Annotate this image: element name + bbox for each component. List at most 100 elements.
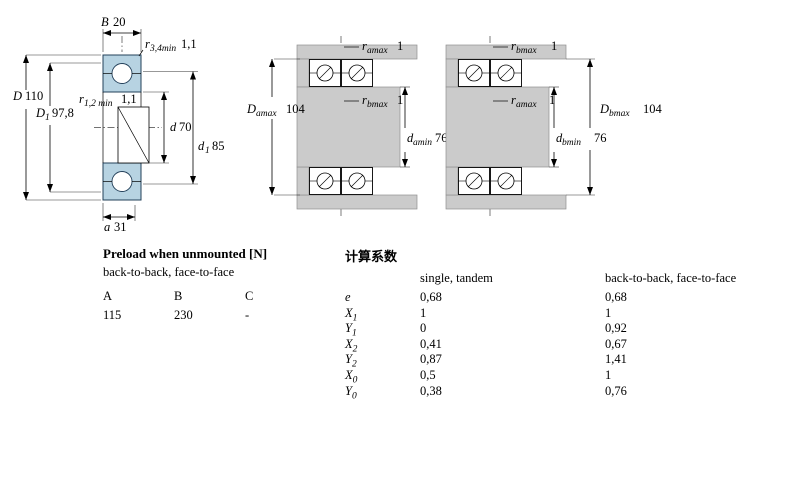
factor-symbol-letter: Y: [345, 321, 352, 336]
factor-symbol-subscript: 2: [351, 359, 357, 370]
factor-value-single: 0: [420, 321, 427, 336]
factor-value-paired: 1,41: [605, 352, 627, 367]
factor-value-single: 1: [420, 305, 427, 320]
bearing-section: [459, 168, 490, 195]
dim-Dbmax-value: 104: [643, 102, 663, 116]
dim-ramax-subscript: amax: [516, 100, 537, 110]
factor-value-single: 0,5: [420, 367, 436, 382]
dim-ramax-value: 1: [397, 39, 403, 53]
factors-header-single-tandem: single, tandem: [420, 271, 493, 285]
ball-bottom: [111, 171, 133, 192]
factor-symbol-subscript: 0: [351, 391, 357, 402]
calculation-factors-table: 计算系数 single, tandem back-to-back, face-t…: [345, 246, 795, 402]
dim-rbmax-symbol: r: [511, 39, 516, 53]
factor-symbol-letter: X: [345, 336, 353, 351]
factor-value-paired: 1: [605, 367, 612, 382]
dim-B-value: 20: [113, 15, 126, 29]
factor-symbol-letter: X: [345, 305, 353, 320]
dim-D-symbol: D: [12, 89, 22, 103]
dimension-r34: r 3,4min 1,1: [138, 37, 197, 57]
factor-symbol: X0: [345, 368, 357, 386]
dim-D-value: 110: [25, 89, 43, 103]
factor-symbol-subscript: 1: [351, 328, 357, 339]
housing-shoulder-bottom: [296, 166, 310, 196]
factor-symbol: X1: [345, 306, 357, 324]
housing-shoulder-top: [296, 58, 310, 88]
dimension-D1: D 1 97,8: [35, 62, 101, 193]
dimension-dbmin: d bmin 76: [549, 86, 607, 168]
housing-shoulder-bottom: [445, 166, 459, 196]
bearing-section: [310, 168, 341, 195]
dim-rbmax-subscript: bmax: [516, 46, 537, 56]
dimension-D: D 110: [12, 54, 101, 201]
factors-header-row: single, tandem back-to-back, face-to-fac…: [345, 271, 795, 288]
dim-a-symbol: a: [104, 220, 110, 234]
preload-title: Preload when unmounted [N]: [103, 246, 268, 261]
bearing-section: [491, 168, 522, 195]
dim-Damax-subscript: amax: [256, 109, 277, 119]
factors-row-x0: X0 0,5 1: [345, 367, 795, 386]
dim-r34-symbol: r: [145, 37, 150, 51]
dim-r12-symbol: r: [79, 92, 84, 106]
dimension-r-amax: r amax 1: [344, 39, 403, 56]
housing-bottom: [445, 194, 567, 210]
preload-table: Preload when unmounted [N] back-to-back,…: [103, 246, 316, 327]
housing-top: [445, 44, 567, 60]
mounting-arrangement-figure-a: r amax 1 r bmax 1 D amax 104: [246, 36, 448, 218]
dim-D1-subscript: 1: [45, 113, 50, 123]
bearing-section: [310, 60, 341, 87]
dimension-Dbmax: D bmax 104: [566, 58, 663, 196]
factors-row-y2: Y2 0,87 1,41: [345, 352, 795, 370]
bearing-section: [342, 60, 373, 87]
dimension-d1: d 1 85: [143, 71, 225, 185]
dimension-a: a 31: [102, 203, 136, 234]
dimension-damin: d amin 76: [400, 86, 448, 168]
dimension-d: d 70: [143, 91, 192, 164]
factor-value-paired: 0,68: [605, 290, 627, 304]
dim-rbmax-value: 1: [397, 93, 403, 107]
dim-damin-subscript: amin: [413, 138, 432, 148]
dim-d1-subscript: 1: [205, 146, 210, 156]
factor-symbol: e: [345, 290, 351, 308]
preload-value-row: 115 230 -: [103, 308, 316, 323]
factor-value-paired: 0,67: [605, 336, 627, 351]
preload-header-a: A: [103, 289, 113, 303]
dim-d-symbol: d: [170, 120, 177, 134]
preload-value-c: -: [245, 308, 250, 322]
dimension-Damax: D amax 104: [246, 58, 306, 196]
factor-symbol: Y1: [345, 321, 357, 339]
dim-r34-value: 1,1: [181, 37, 197, 51]
factor-value-single: 0,68: [420, 290, 442, 304]
dim-r12-value: 1,1: [121, 92, 137, 106]
factors-row-e: e 0,68 0,68: [345, 290, 795, 306]
dimension-r-amax: r amax 1: [493, 93, 555, 110]
preload-subtitle: back-to-back, face-to-face: [103, 265, 235, 279]
factor-symbol-subscript: 1: [352, 313, 358, 324]
factor-symbol: Y0: [345, 384, 357, 402]
housing-bottom: [296, 194, 418, 210]
factors-row-y1: Y1 0 0,92: [345, 321, 795, 339]
contact-angle-line: [117, 106, 150, 164]
dim-d1-symbol: d: [198, 139, 205, 153]
dimension-r-bmax: r bmax 1: [493, 39, 557, 56]
dim-dbmin-value: 76: [594, 131, 607, 145]
factor-symbol-letter: X: [345, 367, 353, 382]
preload-header-c: C: [245, 289, 254, 303]
dim-r12-subscript: 1,2 min: [84, 99, 113, 109]
dim-a-value: 31: [114, 220, 127, 234]
factor-symbol-letter: Y: [345, 352, 352, 367]
factor-symbol-letter: e: [345, 290, 351, 304]
dim-dbmin-subscript: bmin: [562, 138, 581, 148]
shaft: [296, 86, 401, 168]
dimension-r-bmax: r bmax 1: [344, 93, 403, 110]
dim-d-value: 70: [179, 120, 192, 134]
dim-ramax-symbol: r: [362, 39, 367, 53]
factor-value-paired: 0,76: [605, 383, 627, 398]
dim-dbmin-symbol: d: [556, 131, 563, 145]
dim-r34-subscript: 3,4min: [149, 44, 176, 54]
dim-Damax-value: 104: [286, 102, 306, 116]
factors-header-paired: back-to-back, face-to-face: [605, 271, 737, 285]
dimension-B: B 20: [101, 15, 142, 52]
factor-symbol-subscript: 2: [352, 344, 358, 355]
